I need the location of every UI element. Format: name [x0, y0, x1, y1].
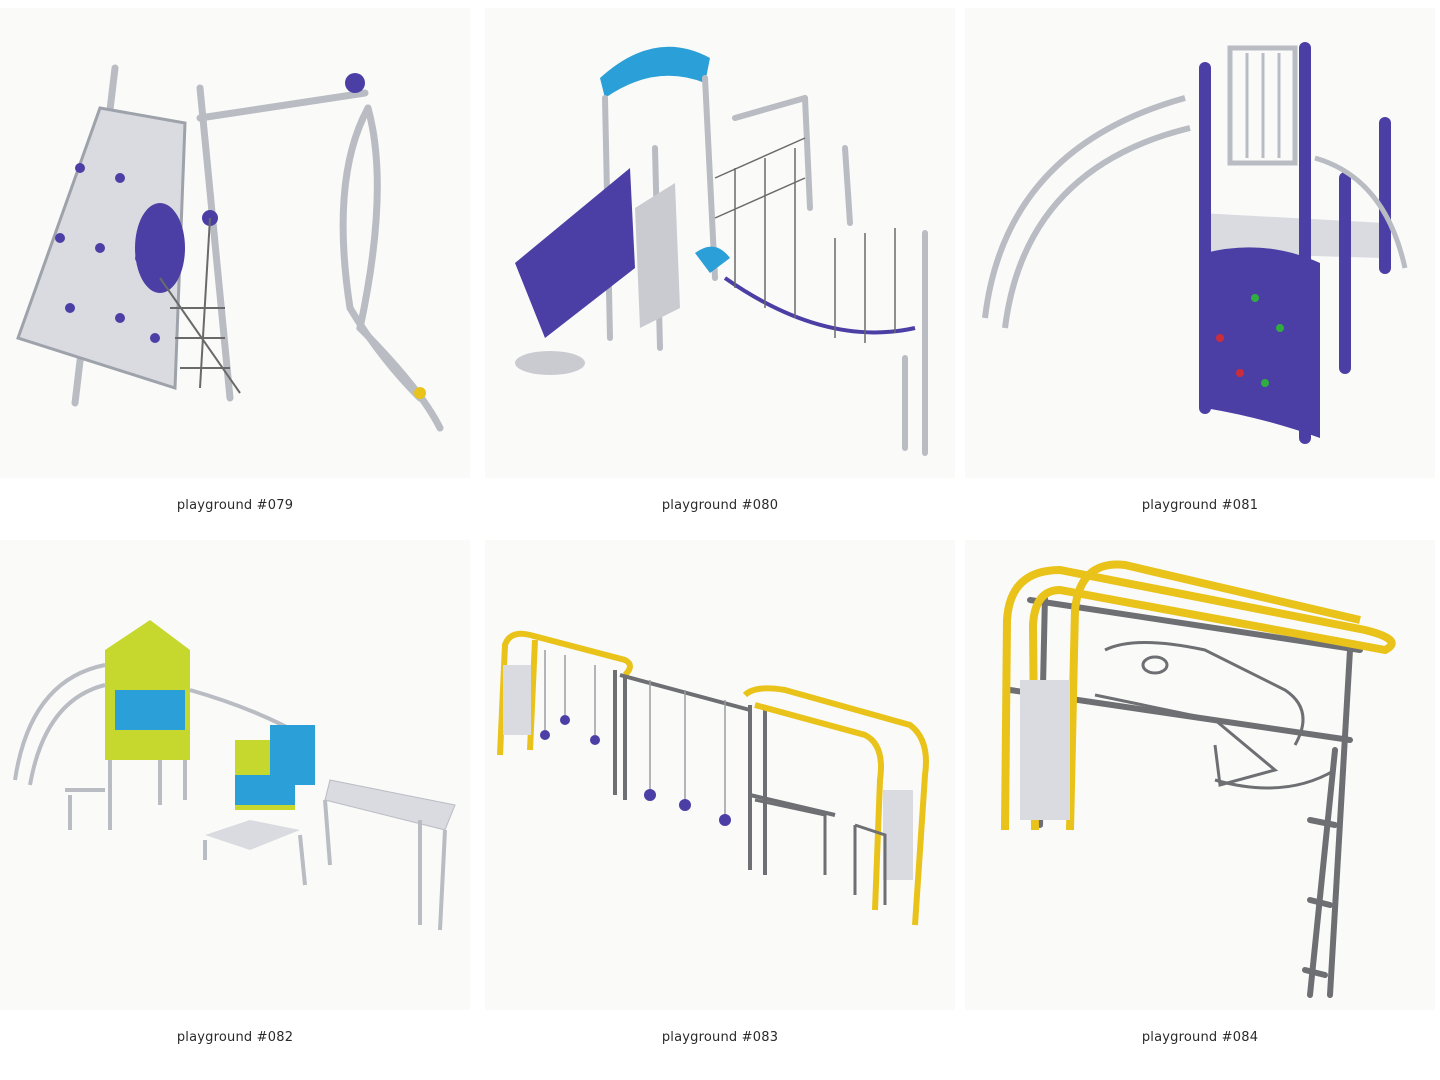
playground-083-image [497, 630, 929, 926]
product-label: playground #080 [661, 498, 779, 513]
product-image [0, 540, 470, 1010]
product-image [0, 8, 470, 478]
product-image [965, 8, 1435, 478]
playground-081-image [982, 42, 1408, 444]
product-image [965, 540, 1435, 1010]
product-label: playground #081 [1141, 498, 1259, 513]
playground-080-image [515, 46, 928, 456]
product-label: playground #084 [1141, 1030, 1259, 1045]
product-label: playground #082 [176, 1030, 294, 1045]
product-label: playground #079 [176, 498, 294, 513]
playground-082-image [13, 620, 456, 931]
product-label: playground #083 [661, 1030, 779, 1045]
playground-079-image [16, 64, 444, 432]
product-image [485, 8, 955, 478]
product-image [485, 540, 955, 1010]
playground-084-image [1001, 560, 1396, 998]
